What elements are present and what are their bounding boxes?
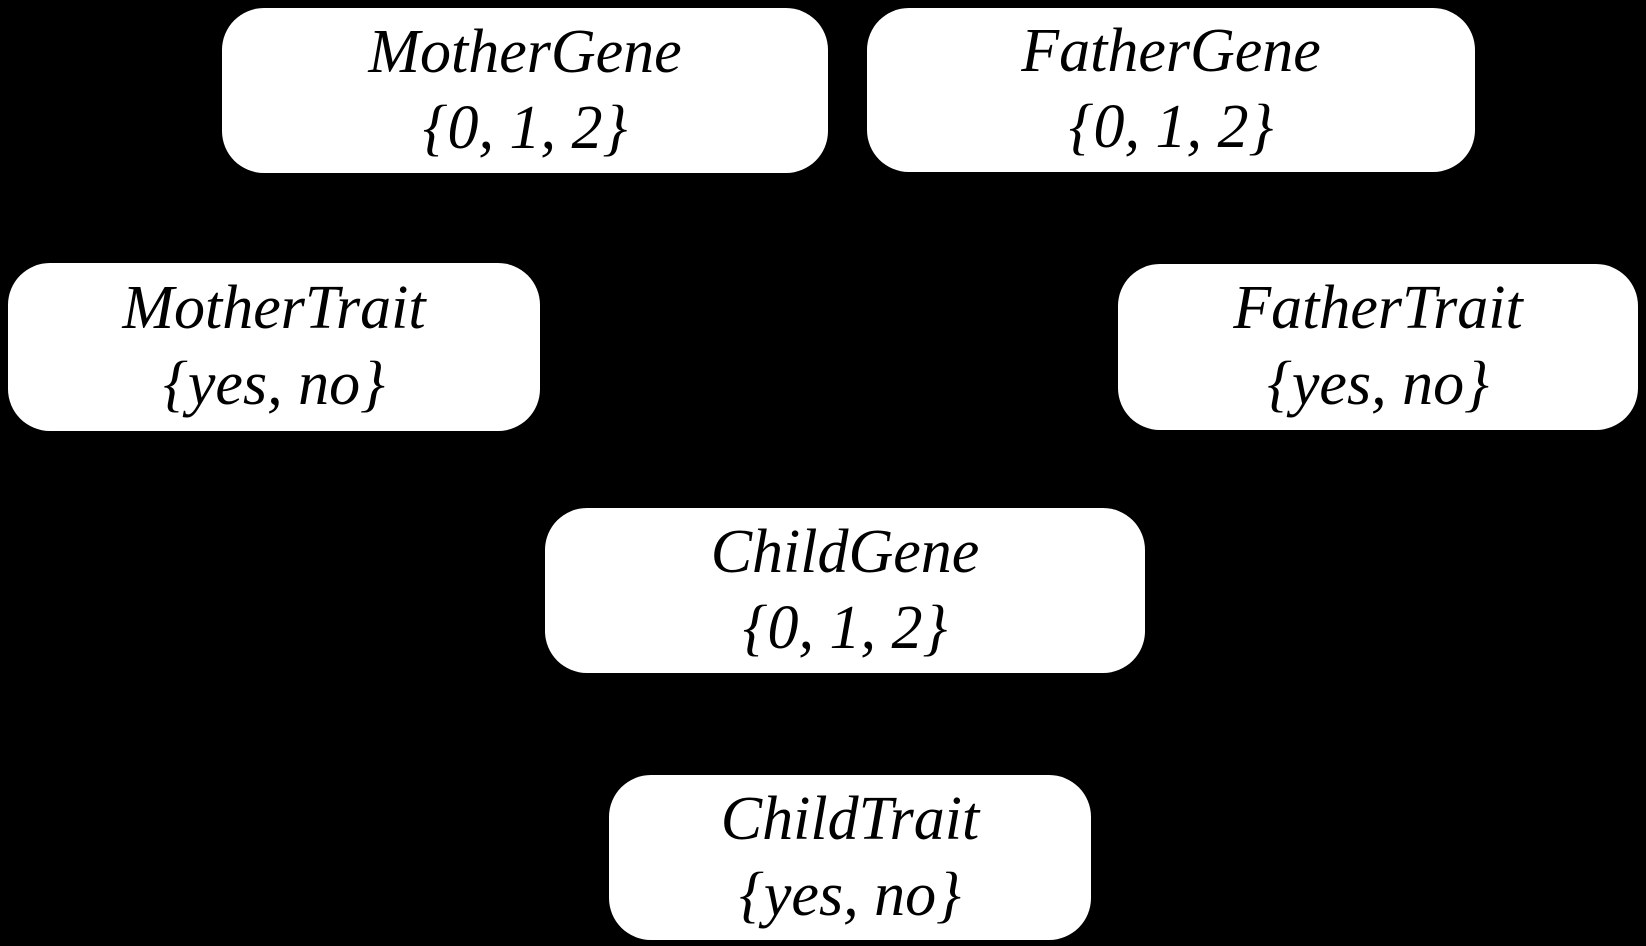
node-child-trait-label: ChildTrait bbox=[720, 784, 980, 853]
node-father-trait-label: FatherTrait bbox=[1233, 274, 1523, 343]
node-child-trait: ChildTrait {yes, no} bbox=[609, 775, 1091, 940]
node-father-gene: FatherGene {0, 1, 2} bbox=[867, 8, 1475, 172]
node-mother-gene-label: MotherGene bbox=[368, 17, 682, 86]
node-father-trait: FatherTrait {yes, no} bbox=[1118, 264, 1638, 430]
node-father-gene-label: FatherGene bbox=[1021, 17, 1321, 86]
node-mother-trait-values: {yes, no} bbox=[163, 350, 385, 418]
node-mother-gene: MotherGene {0, 1, 2} bbox=[222, 8, 828, 173]
node-father-trait-values: {yes, no} bbox=[1267, 350, 1489, 418]
node-father-gene-values: {0, 1, 2} bbox=[1068, 93, 1274, 161]
node-mother-trait-label: MotherTrait bbox=[122, 274, 426, 343]
node-child-gene-values: {0, 1, 2} bbox=[742, 593, 948, 662]
node-child-trait-values: {yes, no} bbox=[739, 860, 961, 929]
node-child-gene: ChildGene {0, 1, 2} bbox=[545, 508, 1145, 673]
node-mother-trait: MotherTrait {yes, no} bbox=[8, 263, 540, 431]
node-child-gene-label: ChildGene bbox=[710, 517, 980, 586]
node-mother-gene-values: {0, 1, 2} bbox=[422, 93, 628, 162]
